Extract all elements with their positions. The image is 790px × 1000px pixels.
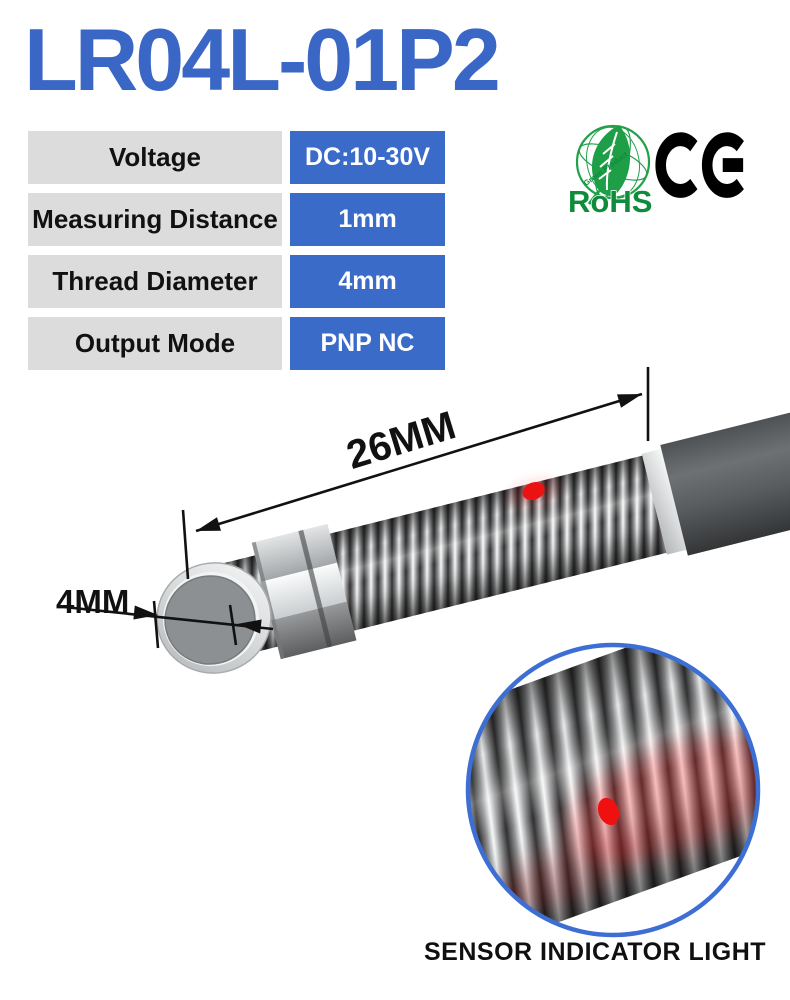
spec-value: 4mm [290,255,445,308]
sensor-housing [660,393,790,556]
spec-label: Measuring Distance [28,193,282,246]
rohs-label: RoHS [568,184,652,218]
diameter-tick-left [152,600,160,649]
diameter-tick-right [228,604,238,646]
spec-value: DC:10-30V [290,131,445,184]
diameter-dimension-label: 4MM [56,583,129,620]
spec-value: PNP NC [290,317,445,370]
rohs-logo-icon: Green Product RoHS [567,124,653,218]
spec-row-voltage: Voltage DC:10-30V [28,131,445,184]
dimension-annotations [63,367,650,649]
spec-table: Voltage DC:10-30V Measuring Distance 1mm… [28,131,445,370]
dimension-arrowheads [133,394,642,634]
hex-nut [251,523,357,660]
ce-mark-icon [655,132,744,198]
spec-value: 1mm [290,193,445,246]
spec-row-thread-diameter: Thread Diameter 4mm [28,255,445,308]
extension-line-left [181,509,190,580]
spec-row-measuring-distance: Measuring Distance 1mm [28,193,445,246]
indicator-callout-label: SENSOR INDICATOR LIGHT [423,938,767,966]
spec-row-output-mode: Output Mode PNP NC [28,317,445,370]
sensor-body [200,393,790,661]
magnifier-detail [465,642,761,938]
length-dimension-line [195,392,643,533]
product-model-title: LR04L-01P2 [24,10,501,109]
magnifier-ring [465,642,761,938]
indicator-led-zoomed [597,797,620,826]
sensing-face [156,562,272,674]
spec-label: Output Mode [28,317,282,370]
spec-label: Thread Diameter [28,255,282,308]
sensor-illustration: 26MM 4MM [56,367,790,674]
diameter-dimension-line [63,605,274,631]
indicator-led [522,482,545,501]
spec-label: Voltage [28,131,282,184]
